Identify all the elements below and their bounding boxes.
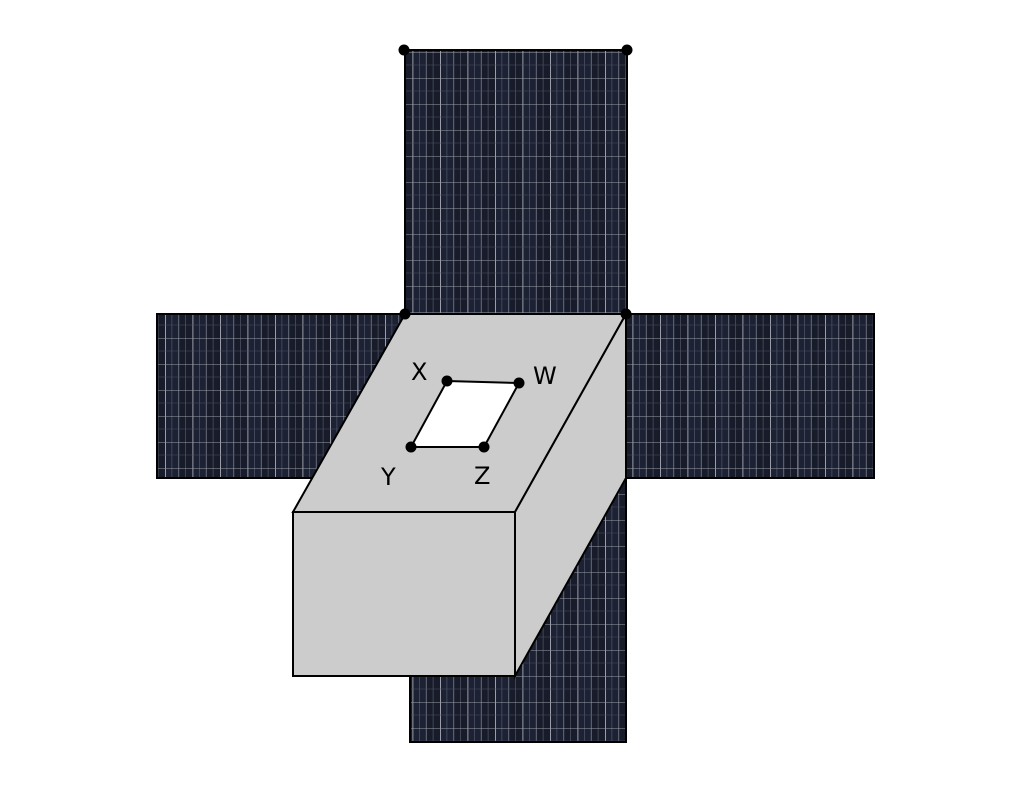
vertex-dot-z: [478, 441, 490, 453]
vertex-dot-x: [441, 375, 453, 387]
box-front-face: [292, 511, 516, 677]
label-w: W: [533, 362, 557, 390]
vertex-dot-top-left: [398, 44, 410, 56]
solar-panel-right: [625, 313, 875, 479]
vertex-dot-w: [513, 377, 525, 389]
solar-panel-top: [404, 49, 628, 315]
vertex-dot-mid-right: [620, 308, 632, 320]
label-z: Z: [474, 462, 490, 490]
vertex-dot-y: [405, 441, 417, 453]
label-y: Y: [380, 463, 396, 491]
vertex-dot-top-right: [621, 44, 633, 56]
label-x: X: [411, 358, 427, 386]
vertex-dot-mid-left: [399, 308, 411, 320]
vertex-dots: [398, 44, 633, 453]
